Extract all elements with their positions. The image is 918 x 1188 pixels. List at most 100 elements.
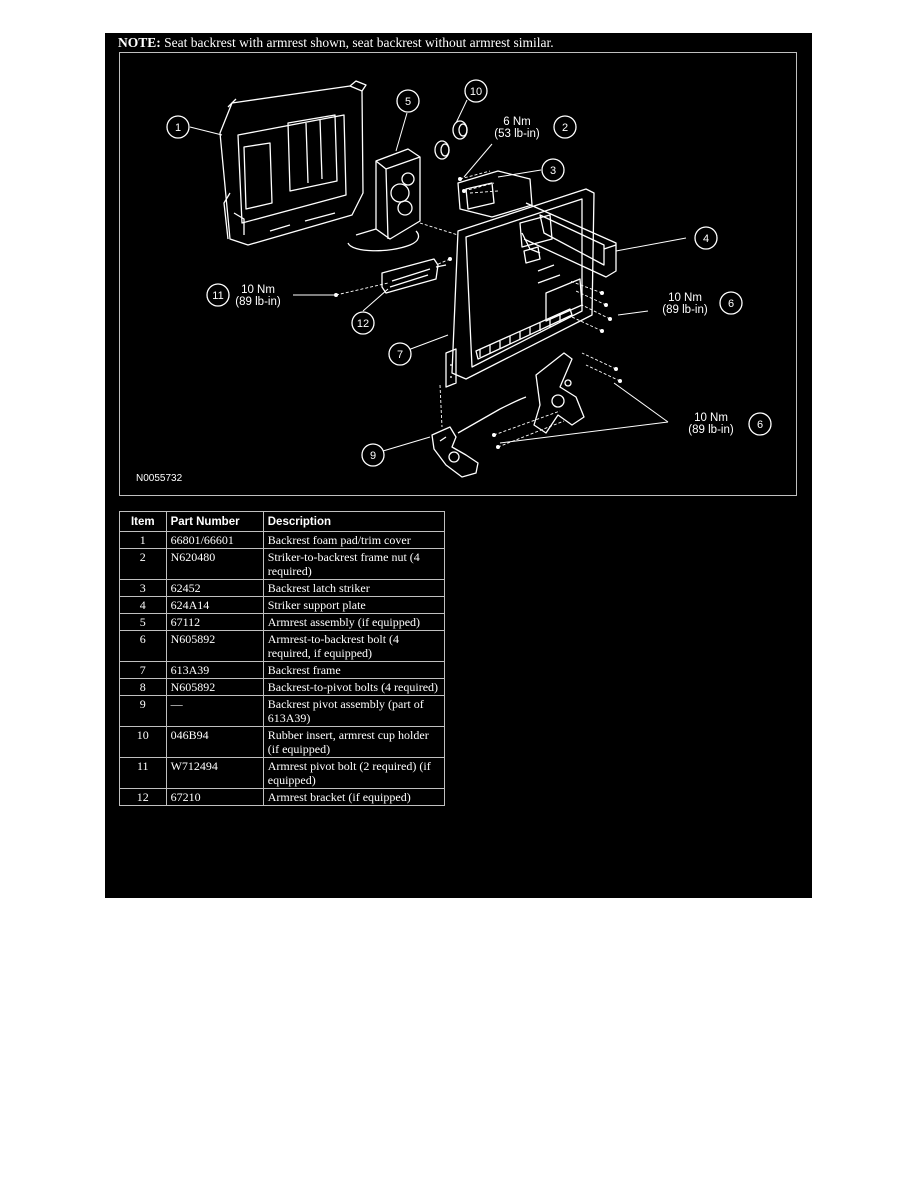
table-header-row: Item Part Number Description xyxy=(119,511,446,532)
exploded-view-drawing: 1 2 3 4 5 6 6 7 9 10 11 12 6 Nm (53 lb-i… xyxy=(136,79,772,484)
backrest-foam-pad-drawing xyxy=(219,80,367,246)
callout-number-9: 9 xyxy=(370,450,376,462)
callout-number-3: 3 xyxy=(550,165,556,177)
exploded-view-figure: 1 2 3 4 5 6 6 7 9 10 11 12 6 Nm (53 lb-i… xyxy=(119,52,797,496)
row-part-number: N620480 xyxy=(165,548,264,580)
row-item: 10 xyxy=(119,726,167,758)
callout-6a xyxy=(719,291,743,315)
torque-6a-lb: (89 lb-in) xyxy=(662,304,708,316)
torque-6b-lb: (89 lb-in) xyxy=(688,424,734,436)
callout-number-2: 2 xyxy=(562,122,568,134)
row-part-number: 67112 xyxy=(165,613,264,631)
row-description: Rubber insert, armrest cup holder (if eq… xyxy=(262,726,446,758)
note-label: NOTE: xyxy=(118,35,161,50)
row-part-number: — xyxy=(165,695,264,727)
row-description: Backrest latch striker xyxy=(262,579,446,597)
row-item: 2 xyxy=(119,548,167,580)
callout-10 xyxy=(464,79,488,103)
row-part-number: 67210 xyxy=(165,788,264,806)
torque-2-lb: (53 lb-in) xyxy=(494,128,540,140)
torque-11-nm: 10 Nm xyxy=(241,284,275,296)
row-description: Backrest-to-pivot bolts (4 required) xyxy=(262,678,446,696)
callout-number-4: 4 xyxy=(703,233,709,245)
backrest-frame-drawing xyxy=(445,188,595,388)
row-part-number: 624A14 xyxy=(165,596,264,614)
callout-number-12: 12 xyxy=(357,318,369,330)
row-item: 7 xyxy=(119,661,167,679)
callout-number-7: 7 xyxy=(397,349,403,361)
callout-circles xyxy=(166,79,772,467)
row-item: 8 xyxy=(119,678,167,696)
row-description: Backrest foam pad/trim cover xyxy=(262,531,446,549)
callout-4 xyxy=(694,226,718,250)
row-item: 4 xyxy=(119,596,167,614)
row-item: 3 xyxy=(119,579,167,597)
armrest-assembly-drawing xyxy=(347,148,421,252)
callout-7 xyxy=(388,342,412,366)
callout-leaders xyxy=(189,99,687,452)
torque-6a-nm: 10 Nm xyxy=(668,292,702,304)
armrest-bracket-drawing xyxy=(381,258,447,294)
figure-id: N0055732 xyxy=(136,473,183,484)
callout-5 xyxy=(396,89,420,113)
row-description: Backrest pivot assembly (part of 613A39) xyxy=(262,695,446,727)
callout-11 xyxy=(206,283,230,307)
callout-1 xyxy=(166,115,190,139)
note-text: Seat backrest with armrest shown, seat b… xyxy=(160,35,554,50)
callout-2 xyxy=(553,115,577,139)
header-part-number: Part Number xyxy=(165,511,264,532)
callout-6b xyxy=(748,412,772,436)
row-item: 11 xyxy=(119,757,167,789)
callout-9 xyxy=(361,443,385,467)
row-item: 1 xyxy=(119,531,167,549)
torque-11-lb: (89 lb-in) xyxy=(235,296,281,308)
row-part-number: N605892 xyxy=(165,678,264,696)
row-part-number: N605892 xyxy=(165,630,264,662)
table-row: 9—Backrest pivot assembly (part of 613A3… xyxy=(119,695,446,727)
callout-number-5: 5 xyxy=(405,96,411,108)
row-description: Armrest-to-backrest bolt (4 required, if… xyxy=(262,630,446,662)
row-description: Armrest assembly (if equipped) xyxy=(262,613,446,631)
row-item: 9 xyxy=(119,695,167,727)
callout-number-11: 11 xyxy=(212,290,223,302)
row-item: 5 xyxy=(119,613,167,631)
service-manual-page: NOTE: Seat backrest with armrest shown, … xyxy=(105,33,812,898)
assembly-lines xyxy=(335,170,621,448)
header-item: Item xyxy=(119,511,167,532)
row-description: Striker support plate xyxy=(262,596,446,614)
callout-3 xyxy=(541,158,565,182)
torque-2-nm: 6 Nm xyxy=(503,116,530,128)
row-description: Armrest pivot bolt (2 required) (if equi… xyxy=(262,757,446,789)
row-description: Backrest frame xyxy=(262,661,446,679)
row-part-number: 66801/66601 xyxy=(165,531,264,549)
callout-number-6a: 6 xyxy=(728,298,734,310)
row-description: Striker-to-backrest frame nut (4 require… xyxy=(262,548,446,580)
row-item: 6 xyxy=(119,630,167,662)
row-part-number: 613A39 xyxy=(165,661,264,679)
callout-number-10: 10 xyxy=(470,86,482,98)
row-item: 12 xyxy=(119,788,167,806)
callout-number-1: 1 xyxy=(175,122,181,134)
torque-6b-nm: 10 Nm xyxy=(694,412,728,424)
header-description: Description xyxy=(262,511,446,532)
note-line: NOTE: Seat backrest with armrest shown, … xyxy=(118,35,554,51)
row-part-number: 046B94 xyxy=(165,726,264,758)
row-part-number: 62452 xyxy=(165,579,264,597)
row-description: Armrest bracket (if equipped) xyxy=(262,788,446,806)
row-part-number: W712494 xyxy=(165,757,264,789)
callout-12 xyxy=(351,311,375,335)
pivot-assembly-drawing xyxy=(431,352,585,478)
rubber-insert-drawing xyxy=(434,120,468,160)
callout-number-6b: 6 xyxy=(757,419,763,431)
